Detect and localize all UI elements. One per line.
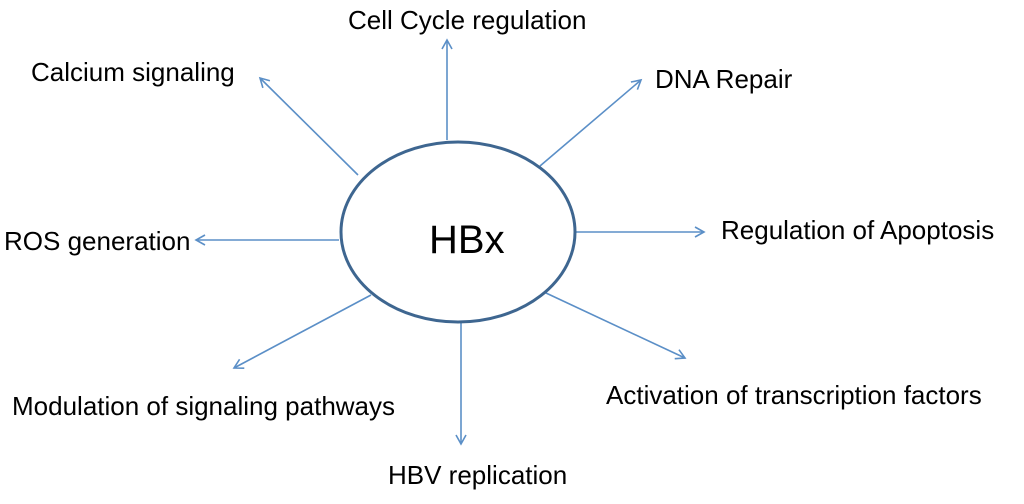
hbx-ellipse bbox=[339, 140, 577, 324]
label-dna-repair: DNA Repair bbox=[655, 64, 793, 94]
arrow-dna-repair bbox=[539, 78, 643, 167]
label-hbv-replication: HBV replication bbox=[388, 460, 568, 490]
label-calcium-signaling: Calcium signaling bbox=[31, 57, 235, 87]
label-modulation-of-signaling-pathways: Modulation of signaling pathways bbox=[12, 391, 396, 421]
arrow-signaling bbox=[232, 294, 372, 369]
label-regulation-of-apoptosis: Regulation of Apoptosis bbox=[721, 215, 995, 245]
label-cell-cycle-regulation: Cell Cycle regulation bbox=[348, 5, 587, 35]
center-label-hbx: HBx bbox=[429, 218, 505, 262]
label-ros-generation: ROS generation bbox=[4, 226, 191, 256]
label-activation-of-transcription-factors: Activation of transcription factors bbox=[606, 380, 982, 410]
arrow-calcium bbox=[258, 76, 359, 176]
arrow-transcription bbox=[545, 292, 687, 360]
